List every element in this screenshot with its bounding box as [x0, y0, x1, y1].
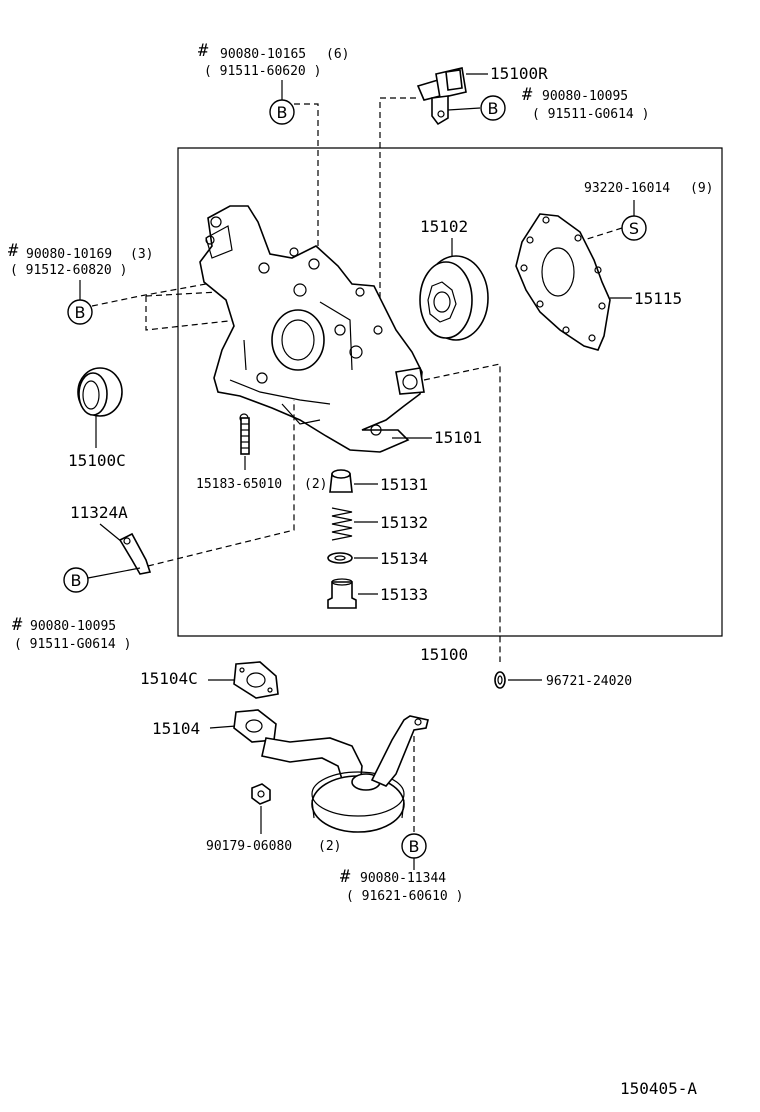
valve-spring-icon: [331, 507, 353, 541]
oil-pressure-sensor-icon: [416, 67, 467, 126]
svg-text:S: S: [629, 219, 639, 238]
hash-mark: #: [340, 867, 351, 887]
assembly-frame: [177, 147, 723, 637]
pump-rotor-icon: [419, 255, 489, 341]
marker-b-sensor: [480, 95, 506, 121]
screw-cover-code: 93220-16014: [584, 181, 670, 196]
bolt-bracket-alt: ( 91511-G0614 ): [14, 637, 131, 652]
part-15131: 15131: [380, 475, 428, 494]
washer-icon: [327, 552, 353, 564]
oil-pump-body-icon: [199, 205, 425, 453]
plug-icon: [327, 578, 357, 609]
svg-text:B: B: [71, 571, 82, 590]
svg-text:B: B: [75, 303, 86, 322]
hash-mark: #: [198, 41, 209, 61]
bolt-left-alt: ( 91512-60820 ): [10, 263, 127, 278]
bolt-top-alt: ( 91511-60620 ): [204, 64, 321, 79]
part-11324A: 11324A: [70, 503, 128, 522]
oring-code: 96721-24020: [546, 674, 632, 689]
part-15133: 15133: [380, 585, 428, 604]
stud-code: 15183-65010: [196, 477, 282, 492]
part-15132: 15132: [380, 513, 428, 532]
nut-code: 90179-06080: [206, 839, 292, 854]
pump-cover-icon: [515, 213, 611, 351]
oil-seal-icon: [77, 367, 123, 417]
bolt-strainer-alt: ( 91621-60610 ): [346, 889, 463, 904]
part-15100C: 15100C: [68, 451, 126, 470]
svg-text:B: B: [409, 837, 420, 856]
bolt-bracket-code: 90080-10095: [30, 619, 116, 634]
gasket-icon: [233, 661, 279, 699]
bolt-sensor-alt: ( 91511-G0614 ): [532, 107, 649, 122]
part-15102: 15102: [420, 217, 468, 236]
oil-strainer-icon: [233, 709, 429, 833]
assembly-number: 15100: [420, 645, 468, 664]
hash-mark: #: [12, 615, 23, 635]
diagram-id: 150405-A: [620, 1079, 697, 1098]
part-15134: 15134: [380, 549, 428, 568]
part-15100R: 15100R: [490, 64, 548, 83]
part-15104C: 15104C: [140, 669, 198, 688]
nut-qty: (2): [318, 839, 341, 854]
bolt-strainer-code: 90080-11344: [360, 871, 446, 886]
bolt-sensor-code: 90080-10095: [542, 89, 628, 104]
bracket-icon: [118, 532, 152, 575]
screw-cover-qty: (9): [690, 181, 713, 196]
part-15115: 15115: [634, 289, 682, 308]
stud-bolt-icon: [240, 417, 250, 455]
marker-b-top: [269, 99, 295, 125]
bolt-top-code: 90080-10165: [220, 47, 306, 62]
svg-text:B: B: [277, 103, 288, 122]
hash-mark: #: [522, 85, 533, 105]
bolt-left-qty: (3): [130, 247, 153, 262]
bolt-left-code: 90080-10169: [26, 247, 112, 262]
part-15101: 15101: [434, 428, 482, 447]
o-ring-icon: [494, 671, 506, 689]
hash-mark: #: [8, 241, 19, 261]
relief-valve-icon: [329, 469, 353, 493]
nut-icon: [251, 783, 271, 805]
marker-b-left: [67, 299, 93, 325]
stud-qty: (2): [304, 477, 327, 492]
svg-text:B: B: [488, 99, 499, 118]
bolt-top-qty: (6): [326, 47, 349, 62]
part-15104: 15104: [152, 719, 200, 738]
marker-b-bracket: [63, 567, 89, 593]
